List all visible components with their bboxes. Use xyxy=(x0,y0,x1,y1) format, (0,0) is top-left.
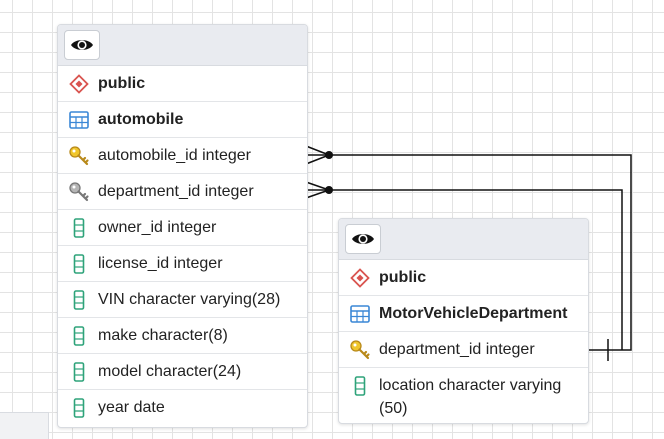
column-label: automobile_id integer xyxy=(98,146,251,164)
column-icon xyxy=(68,253,90,275)
column-row[interactable]: year date xyxy=(58,390,307,426)
column-row[interactable]: model character(24) xyxy=(58,354,307,390)
visibility-toggle-button[interactable] xyxy=(345,224,381,254)
column-icon xyxy=(349,375,371,397)
column-row[interactable]: license_id integer xyxy=(58,246,307,282)
column-row[interactable]: VIN character varying(28) xyxy=(58,282,307,318)
column-icon xyxy=(68,361,90,383)
column-row[interactable]: make character(8) xyxy=(58,318,307,354)
column-label: model character(24) xyxy=(98,362,242,380)
schema-icon xyxy=(68,73,90,95)
table-node-motor-vehicle-department[interactable]: public MotorVehicleDepartment department… xyxy=(338,218,589,424)
column-label: license_id integer xyxy=(98,254,223,272)
visibility-toggle-button[interactable] xyxy=(64,30,100,60)
table-name: MotorVehicleDepartment xyxy=(379,304,568,322)
primary-key-icon xyxy=(349,339,371,361)
column-icon xyxy=(68,217,90,239)
column-icon xyxy=(68,289,90,311)
column-icon xyxy=(68,325,90,347)
column-icon xyxy=(68,397,90,419)
table-name-row: MotorVehicleDepartment xyxy=(339,296,588,332)
table-name-row: automobile xyxy=(58,102,307,138)
column-label: department_id integer xyxy=(98,182,254,200)
column-label: location character varying (50) xyxy=(379,377,562,417)
column-row[interactable]: automobile_id integer xyxy=(58,138,307,174)
schema-icon xyxy=(349,267,371,289)
table-node-automobile[interactable]: public automobile automobile_id integer … xyxy=(57,24,308,428)
primary-key-icon xyxy=(68,145,90,167)
foreign-key-icon xyxy=(68,181,90,203)
node-header xyxy=(339,219,588,260)
schema-name: public xyxy=(379,268,427,286)
eye-icon xyxy=(71,40,93,50)
column-label: VIN character varying(28) xyxy=(98,290,281,308)
column-label: make character(8) xyxy=(98,326,228,344)
column-row[interactable]: department_id integer xyxy=(58,174,307,210)
schema-row: public xyxy=(339,260,588,296)
node-header xyxy=(58,25,307,66)
column-label: owner_id integer xyxy=(98,218,217,236)
schema-name: public xyxy=(98,74,146,92)
column-label: department_id integer xyxy=(379,340,535,358)
canvas-corner-panel xyxy=(0,412,49,439)
column-row[interactable]: department_id integer xyxy=(339,332,588,368)
column-row[interactable]: owner_id integer xyxy=(58,210,307,246)
column-row[interactable]: location character varying (50) xyxy=(339,368,588,423)
table-name: automobile xyxy=(98,110,184,128)
eye-icon xyxy=(352,234,374,244)
table-icon xyxy=(349,303,371,325)
schema-row: public xyxy=(58,66,307,102)
column-label: year date xyxy=(98,399,165,416)
table-icon xyxy=(68,109,90,131)
